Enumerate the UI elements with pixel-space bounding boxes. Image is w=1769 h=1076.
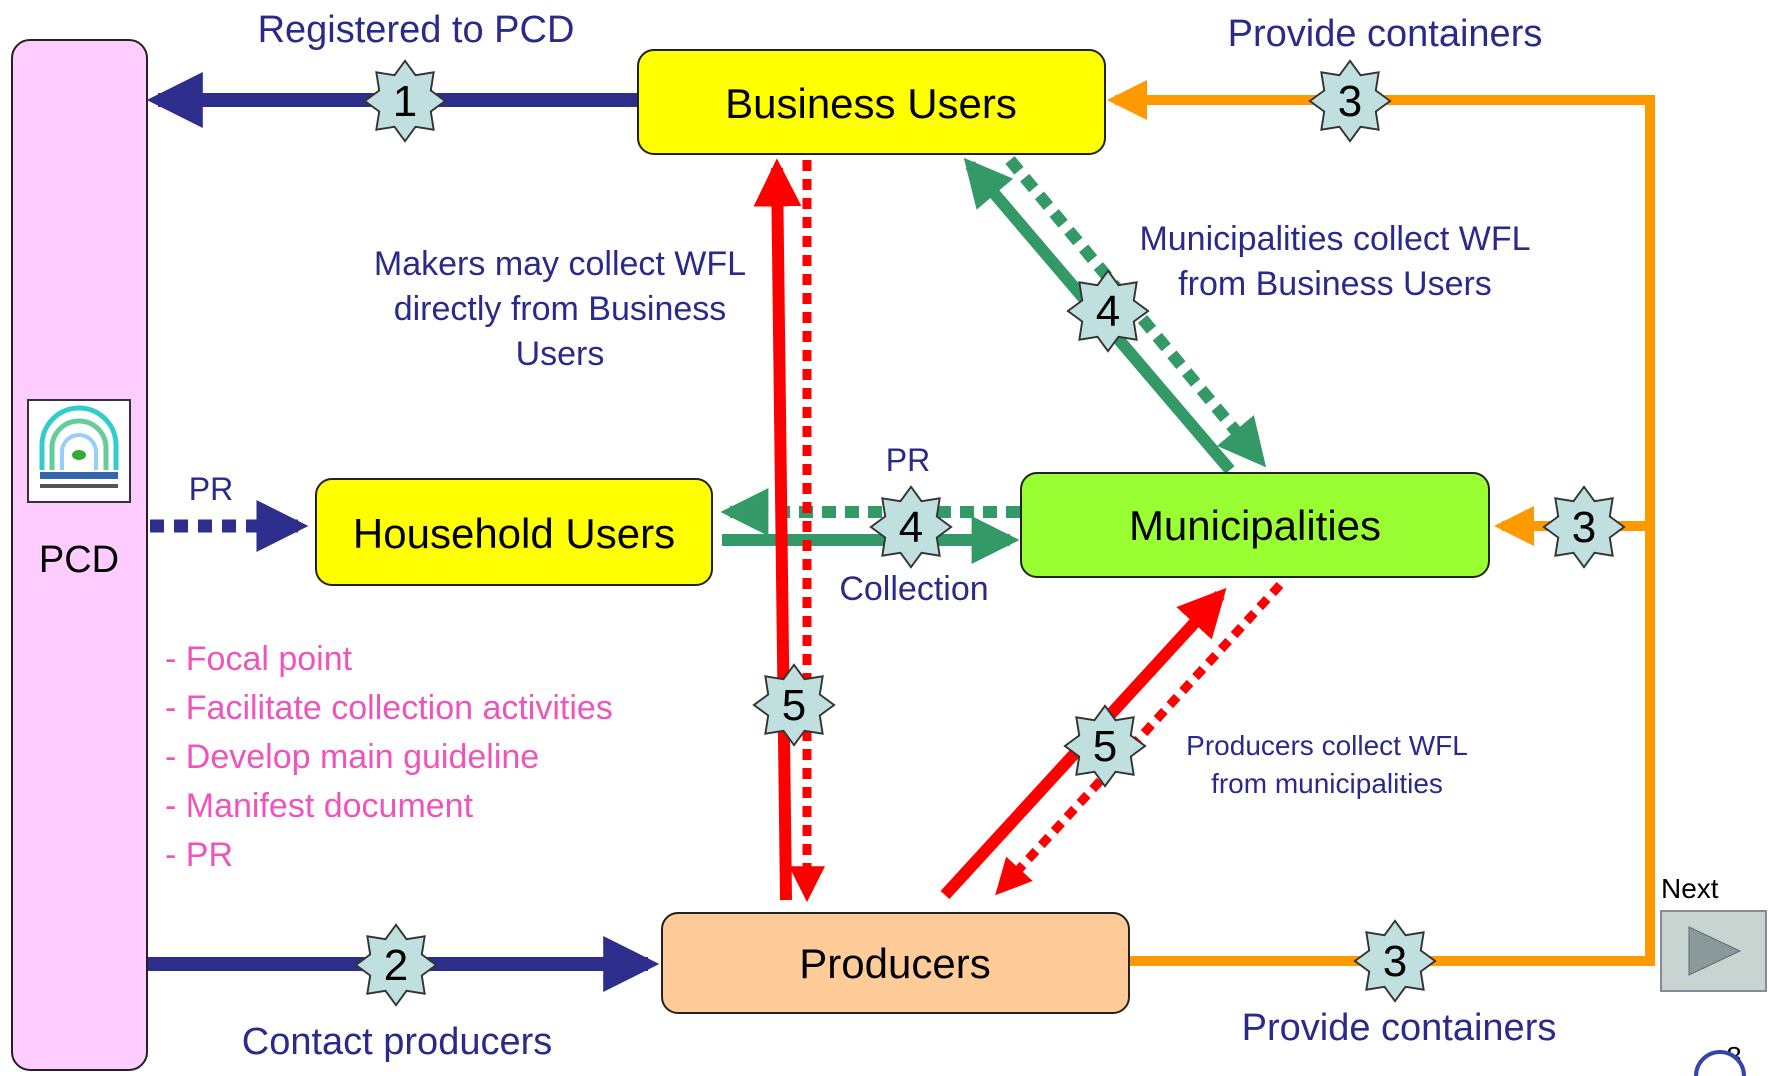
svg-text:3: 3 [1383,937,1407,986]
play-icon [1688,926,1742,976]
caption-producers-line2: from municipalities [1211,768,1443,799]
caption-contact-producers: Contact producers [242,1021,553,1063]
pcd-logo [27,399,131,503]
step-badge-3-top: 3 [1308,59,1392,143]
pcd-title: PCD [39,539,119,581]
arrow-muni-to-producers [995,581,1284,896]
caption-makers-line2: directly from Business [394,290,727,328]
caption-pr-middle: PR [886,442,930,478]
step-badge-5-right: 5 [1063,704,1147,788]
step-badge-3-bottom: 3 [1353,919,1437,1003]
corner-logo-icon [1694,1050,1746,1076]
step-badge-4-middle: 4 [869,485,953,569]
svg-text:3: 3 [1572,503,1596,552]
box-household-users: Household Users [315,478,713,586]
household-users-label: Household Users [353,510,675,557]
caption-provide-top: Provide containers [1228,13,1543,55]
pcd-panel: PCD [11,39,148,1071]
step-badge-4-top: 4 [1066,269,1150,353]
next-label: Next [1661,873,1719,904]
business-users-label: Business Users [725,80,1017,127]
step-badge-1: 1 [363,59,447,143]
box-business-users: Business Users [637,49,1106,155]
svg-text:5: 5 [1093,722,1117,771]
caption-makers-line1: Makers may collect WFL [374,245,746,283]
caption-registered: Registered to PCD [258,9,575,51]
box-municipalities: Municipalities [1020,472,1490,578]
svg-text:5: 5 [782,681,806,730]
caption-pr-household: PR [189,471,233,507]
caption-collection: Collection [839,570,988,608]
next-button[interactable] [1660,910,1767,992]
svg-text:4: 4 [1096,287,1120,336]
caption-muni-line1: Municipalities collect WFL [1139,220,1530,258]
svg-text:4: 4 [899,503,923,552]
svg-text:3: 3 [1338,77,1362,126]
pcd-role-2: - Facilitate collection activities [165,689,613,727]
pcd-role-4: - Manifest document [165,787,474,825]
arrow-producers-to-business [753,158,802,901]
pcd-role-5: - PR [165,836,233,874]
step-badge-5-left: 5 [752,663,836,747]
caption-muni-line2: from Business Users [1178,265,1492,303]
caption-makers-line3: Users [516,335,605,373]
caption-producers-line1: Producers collect WFL [1186,730,1468,761]
step-badge-3-mid: 3 [1542,485,1626,569]
pcd-role-1: - Focal point [165,640,353,678]
svg-text:2: 2 [384,941,408,990]
caption-provide-bottom: Provide containers [1242,1007,1557,1049]
box-producers: Producers [661,912,1130,1014]
pcd-role-3: - Develop main guideline [165,738,539,776]
step-badge-2: 2 [354,923,438,1007]
municipalities-label: Municipalities [1129,502,1381,549]
producers-label: Producers [799,940,990,987]
svg-text:1: 1 [393,77,417,126]
